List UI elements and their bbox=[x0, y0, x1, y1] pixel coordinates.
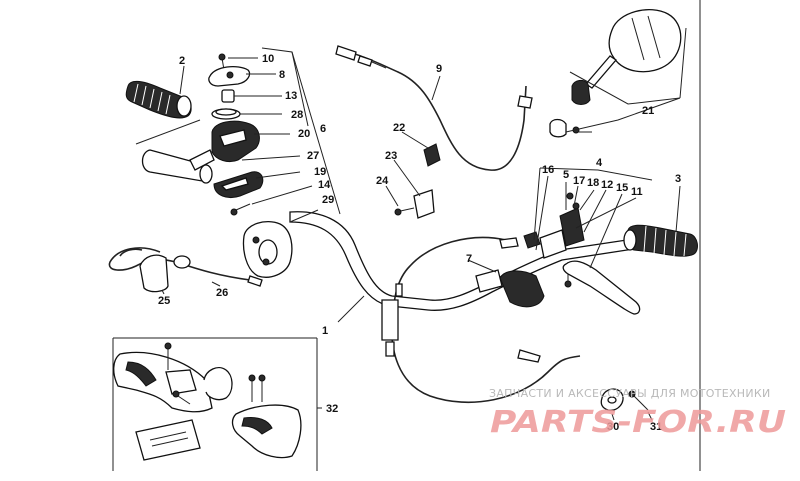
right-grip bbox=[623, 224, 698, 257]
mirror bbox=[549, 9, 682, 138]
callout-14: 14 bbox=[318, 179, 331, 191]
callout-26: 26 bbox=[216, 287, 228, 299]
callout-10: 10 bbox=[262, 53, 274, 65]
callout-17: 17 bbox=[573, 175, 585, 187]
cable-clips bbox=[600, 388, 649, 411]
callout-3: 3 bbox=[675, 173, 681, 185]
callout-16: 16 bbox=[542, 164, 554, 176]
callout-20: 20 bbox=[298, 128, 310, 140]
callout-labels: 1 2 3 4 5 6 7 8 9 10 11 12 13 14 15 16 1… bbox=[158, 53, 681, 433]
callout-12: 12 bbox=[601, 179, 613, 191]
switch-cup bbox=[242, 221, 293, 278]
lever-assembly bbox=[523, 192, 641, 315]
callout-30: 30 bbox=[607, 421, 619, 433]
watermark-tagline: ЗАПЧАСТИ И АКСЕССУАРЫ ДЛЯ МОТОТЕХНИКИ bbox=[489, 387, 771, 400]
callout-24: 24 bbox=[376, 175, 389, 187]
cable-clamp-parts bbox=[394, 143, 441, 219]
callout-15: 15 bbox=[616, 182, 628, 194]
left-switch-assembly bbox=[208, 53, 264, 216]
callout-5: 5 bbox=[563, 169, 569, 181]
callout-27: 27 bbox=[307, 150, 319, 162]
callout-28: 28 bbox=[291, 109, 303, 121]
callout-13: 13 bbox=[285, 90, 297, 102]
left-grip bbox=[125, 80, 192, 119]
callout-8: 8 bbox=[279, 69, 285, 81]
callout-1: 1 bbox=[322, 325, 328, 337]
spring bbox=[211, 108, 241, 120]
callout-2: 2 bbox=[179, 55, 185, 67]
callout-19: 19 bbox=[314, 166, 326, 178]
callout-4: 4 bbox=[596, 157, 603, 169]
callout-6: 6 bbox=[320, 123, 326, 135]
watermark: ЗАПЧАСТИ И АКСЕССУАРЫ ДЛЯ МОТОТЕХНИКИ PA… bbox=[489, 387, 786, 440]
hand-guard-kit bbox=[113, 342, 302, 461]
callout-21: 21 bbox=[642, 105, 654, 117]
throttle-tube bbox=[141, 149, 215, 184]
callout-7: 7 bbox=[466, 253, 472, 265]
control-cable bbox=[381, 236, 581, 404]
watermark-logo: PARTS-FOR.RU bbox=[490, 405, 786, 440]
callout-11: 11 bbox=[631, 186, 643, 198]
handlebar bbox=[289, 211, 641, 311]
callout-18: 18 bbox=[587, 177, 599, 189]
callout-29: 29 bbox=[322, 194, 334, 206]
callout-25: 25 bbox=[158, 295, 170, 307]
callout-32: 32 bbox=[326, 403, 338, 415]
callout-31: 31 bbox=[650, 421, 662, 433]
frame-lines bbox=[112, 0, 701, 471]
callout-9: 9 bbox=[436, 63, 442, 75]
wiring-harness bbox=[108, 247, 263, 293]
callout-23: 23 bbox=[385, 150, 397, 162]
callout-22: 22 bbox=[393, 122, 405, 134]
throttle-cable bbox=[335, 45, 533, 171]
leader-lines bbox=[135, 27, 687, 421]
